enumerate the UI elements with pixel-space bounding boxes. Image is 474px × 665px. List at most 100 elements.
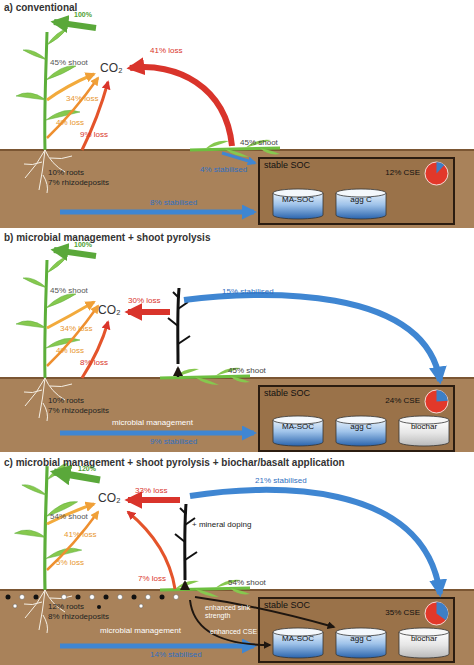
biochar-particle: [62, 595, 67, 600]
stabilisation-arrow: [222, 153, 255, 163]
plant: [16, 29, 80, 150]
pyrolysis-arrow: [184, 582, 187, 590]
co2-label: CO₂: [98, 492, 121, 506]
pool-name: biochar: [398, 423, 450, 432]
biochar-particle: [146, 595, 151, 600]
soil-band: [0, 150, 474, 228]
stabilisation-arrow: [190, 490, 440, 594]
biochar-cylinder: biochar: [398, 415, 450, 447]
stabilisation-arrow: [60, 431, 254, 436]
doping-note: + mineral doping: [192, 520, 251, 529]
loss-flux: 41% loss: [150, 46, 182, 55]
pool-name: MA-SOC: [272, 423, 324, 432]
cse-pie: 24% CSE: [365, 389, 449, 414]
pool-name: agg C: [335, 196, 387, 205]
loss-arrow: [47, 78, 98, 138]
basalt-particle: [132, 595, 137, 600]
rhizodeposit-share: 8% rhizodeposits: [48, 612, 109, 621]
loss-flux: 33% loss: [135, 486, 167, 495]
residue-share: 45% shoot: [240, 138, 278, 147]
root-share: 10% roots: [48, 396, 84, 405]
soc-pool-box: stable SOC35% CSEMA-SOCagg Cbiochar: [258, 597, 455, 663]
pie-loss-share: [425, 602, 448, 625]
loss-flux: 5% loss: [56, 558, 84, 567]
soil-band: [0, 590, 474, 665]
stabilisation-arrow: [60, 644, 254, 649]
biochar-particle: [13, 604, 17, 608]
cylinder-body: [336, 193, 386, 219]
cse-pie-chart: [424, 389, 449, 414]
carbon-cylinder: agg C: [335, 188, 387, 220]
cylinder-body: [399, 420, 449, 446]
cylinder-body: [273, 193, 323, 219]
plant: [16, 257, 80, 378]
charred-shoot: [175, 504, 197, 580]
loss-arrow: [47, 306, 98, 366]
stabilised-flux: 15% stabilised: [222, 287, 274, 296]
roots: [24, 590, 72, 633]
shoot-share: 45% shoot: [50, 58, 88, 67]
panel-title: c) microbial management + shoot pyrolysi…: [4, 457, 345, 469]
cse-pie: 12% CSE: [365, 161, 449, 186]
loss-flux: 34% loss: [66, 94, 98, 103]
amendment-particles: [6, 595, 179, 610]
cylinder-body: [273, 632, 323, 658]
carbon-cylinder: agg C: [335, 415, 387, 447]
uptake-arrow: [54, 472, 100, 480]
loss-arrow: [128, 309, 170, 315]
cse-value: 12% CSE: [385, 169, 420, 178]
basalt-particle: [104, 595, 109, 600]
management-note: microbial management: [112, 418, 193, 427]
soc-pool-box: stable SOC24% CSEMA-SOCagg Cbiochar: [258, 385, 455, 452]
biochar-particle: [118, 595, 123, 600]
loss-arrow: [47, 504, 94, 524]
pyrolysis-arrow: [177, 368, 180, 377]
pie-cse-share: [437, 390, 448, 402]
co2-label: CO₂: [100, 62, 123, 76]
uptake-arrow: [54, 22, 96, 28]
pool-name: MA-SOC: [272, 196, 324, 205]
panel-title: b) microbial management + shoot pyrolysi…: [4, 232, 210, 244]
cse-pie: 35% CSE: [365, 601, 449, 626]
cylinder-body: [399, 632, 449, 658]
residue-share: 54% shoot: [228, 578, 266, 587]
pool-title: stable SOC: [264, 601, 310, 611]
stabilisation-arrow: [60, 210, 254, 215]
biochar-particle: [20, 595, 25, 600]
management-note: microbial management: [100, 626, 181, 635]
stabilised-flux: 14% stabilised: [150, 650, 202, 659]
plant: [15, 463, 82, 590]
basalt-particle: [6, 595, 11, 600]
pie-loss-share: [425, 162, 448, 185]
uptake-percent: 100%: [74, 11, 92, 19]
pie-cse-share: [437, 602, 448, 620]
pie-loss-share: [425, 390, 448, 413]
carbon-cylinder: MA-SOC: [272, 627, 324, 659]
enhancement-note: enhanced CSE: [210, 628, 257, 636]
pool-name: MA-SOC: [272, 635, 324, 644]
rhizodeposit-share: 7% rhizodeposits: [48, 178, 109, 187]
stabilisation-arrow: [184, 295, 440, 381]
rhizodeposit-share: 7% rhizodeposits: [48, 406, 109, 415]
basalt-particle: [34, 595, 39, 600]
charred-shoot: [168, 288, 190, 364]
stabilised-flux: 8% stabilised: [150, 198, 197, 207]
loss-flux: 30% loss: [128, 296, 160, 305]
panel-title: a) conventional: [4, 2, 77, 14]
cylinder-body: [273, 420, 323, 446]
loss-arrow: [130, 67, 232, 146]
uptake-percent: 120%: [78, 465, 96, 473]
basalt-particle: [97, 605, 101, 609]
pool-name: biochar: [398, 635, 450, 644]
loss-flux: 7% loss: [138, 574, 166, 583]
stabilised-flux: 21% stabilised: [255, 476, 307, 485]
uptake-percent: 100%: [74, 241, 92, 249]
root-share: 10% roots: [48, 168, 84, 177]
loss-flux: 41% loss: [64, 530, 96, 539]
cse-pie-chart: [424, 601, 449, 626]
residue-share: 45% shoot: [228, 366, 266, 375]
soc-pool-box: stable SOC12% CSEMA-SOCagg C: [258, 157, 455, 225]
stabilised-flux: 4% stabilised: [200, 165, 247, 174]
soil-band: [0, 378, 474, 452]
